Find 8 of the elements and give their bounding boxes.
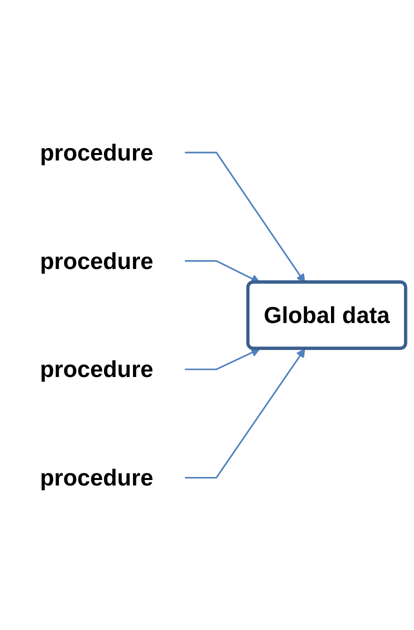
node-text: procedure	[40, 356, 154, 382]
arrow	[184, 348, 306, 478]
node-text: procedure	[40, 464, 154, 491]
arrow	[184, 348, 260, 370]
node-text: procedure	[40, 248, 154, 274]
node-text: procedure	[40, 139, 154, 166]
arrow	[184, 152, 306, 283]
arrow	[184, 260, 260, 283]
